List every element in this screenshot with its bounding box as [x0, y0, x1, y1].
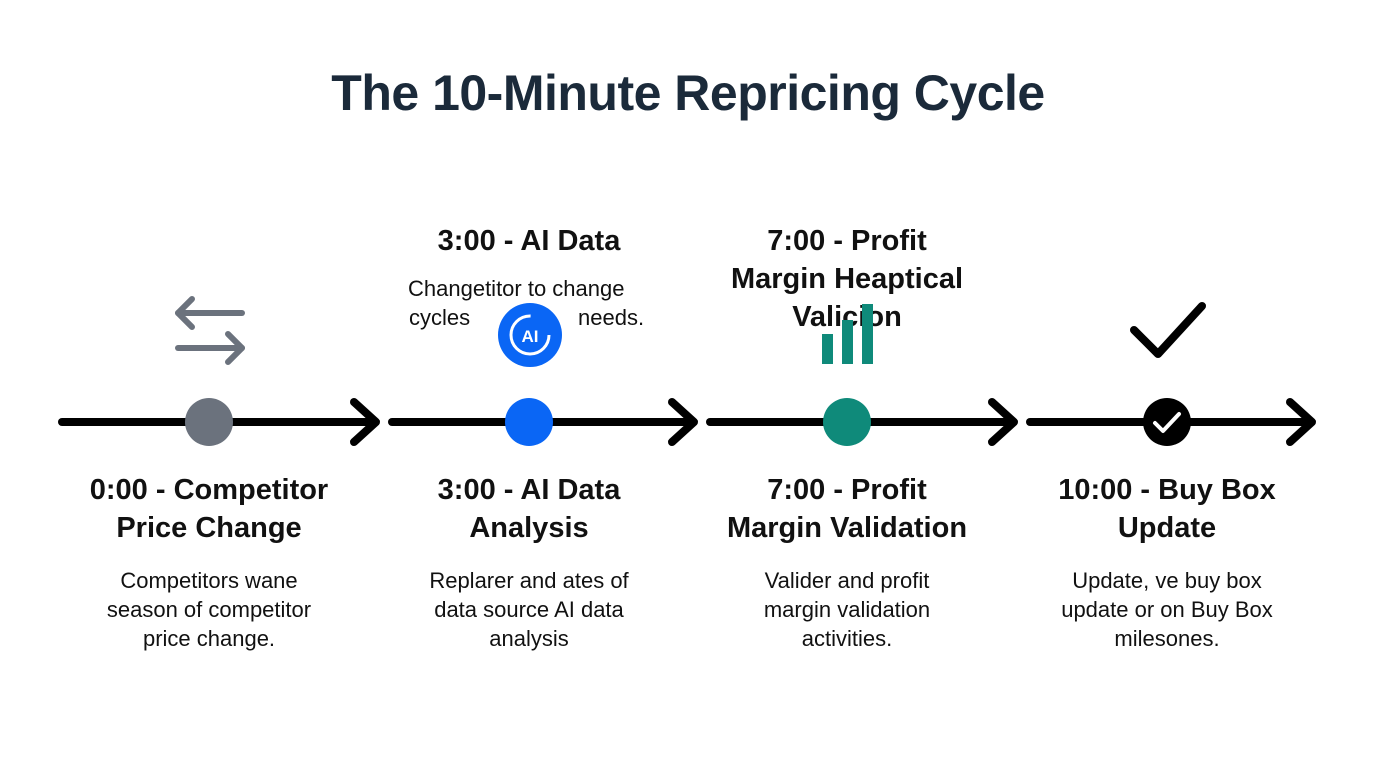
timeline-node-1: [185, 398, 233, 446]
step2-desc-line2: data source AI data: [434, 597, 624, 622]
step2-title-line1: 3:00 - AI Data: [437, 474, 621, 506]
step4-desc-line3: milesones.: [1114, 626, 1220, 651]
step4-desc-line1: Update, ve buy box: [1072, 568, 1262, 593]
timeline-node-3: [823, 398, 871, 446]
step1-desc-line2: season of competitor: [106, 597, 312, 622]
step2-desc-line3: analysis: [489, 626, 569, 651]
step2-desc-line1: Replarer and ates of: [429, 568, 629, 593]
upper-step3-title-line1: 7:00 - Profit: [767, 225, 927, 257]
bar-chart-icon: [822, 304, 873, 364]
step2-title-line2: Analysis: [469, 512, 589, 544]
ai-badge-text: AI: [522, 327, 539, 346]
step1-title-line1: 0:00 - Competitor: [89, 474, 329, 506]
step1-desc-line3: price change.: [142, 626, 276, 651]
step1-desc-line1: Competitors wane: [120, 568, 298, 593]
upper-step2-desc-line1: Changetitor to change: [408, 276, 625, 301]
step3-desc-line1: Valider and profit: [764, 568, 930, 593]
step3-title-line1: 7:00 - Profit: [767, 474, 927, 506]
swap-arrows-icon: [175, 296, 245, 365]
timeline-node-2: [505, 398, 553, 446]
upper-step2-desc-line2-right: needs.: [578, 305, 645, 330]
step3-desc-line3: activities.: [801, 626, 893, 651]
step1-title-line2: Price Change: [116, 512, 302, 544]
step3-desc-line2: margin validation: [763, 597, 931, 622]
upper-step2-title: 3:00 - AI Data: [437, 225, 621, 257]
upper-step2-desc-line2-left: cycles: [409, 305, 471, 330]
checkmark-icon: [1130, 302, 1206, 358]
page-title: The 10-Minute Repricing Cycle: [331, 65, 1045, 121]
timeline-node-4: [1143, 398, 1191, 446]
ai-badge-icon: AI: [498, 303, 562, 367]
step3-title-line2: Margin Validation: [726, 512, 968, 544]
step4-desc-line2: update or on Buy Box: [1061, 597, 1273, 622]
step4-title-line2: Update: [1117, 512, 1217, 544]
upper-step3-title-line2: Margin Heaptical: [730, 263, 964, 295]
step4-title-line1: 10:00 - Buy Box: [1058, 474, 1276, 506]
